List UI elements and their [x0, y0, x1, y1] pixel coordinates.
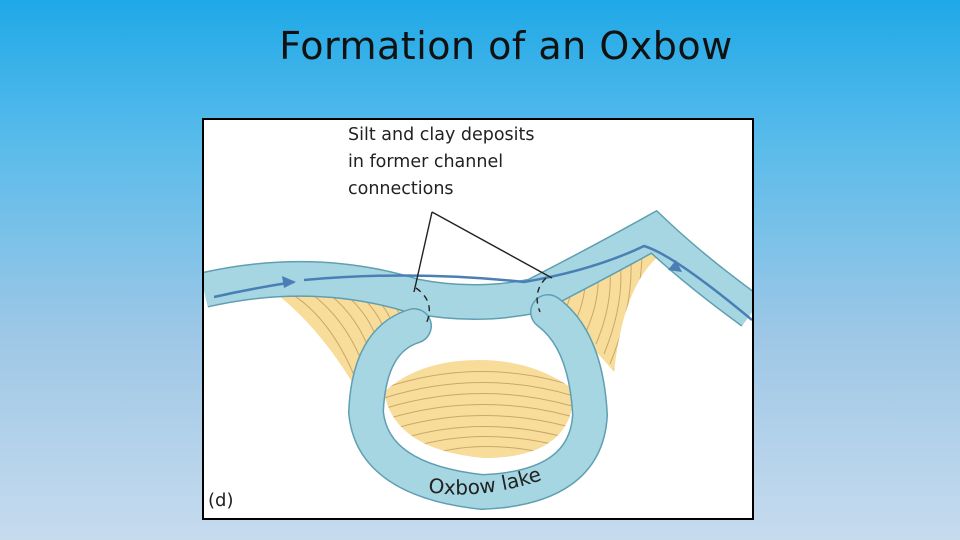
callout-line-1: Silt and clay deposits	[348, 122, 588, 149]
panel-label: (d)	[208, 490, 233, 511]
oxbow-figure: Oxbow lake Silt and clay deposits in for…	[202, 118, 754, 520]
slide-title: Formation of an Oxbow	[0, 24, 960, 68]
silt-clay-callout: Silt and clay deposits in former channel…	[348, 122, 588, 203]
callout-line-2: in former channel	[348, 149, 588, 176]
point-bar-bottom	[384, 360, 574, 458]
callout-line-3: connections	[348, 176, 588, 203]
